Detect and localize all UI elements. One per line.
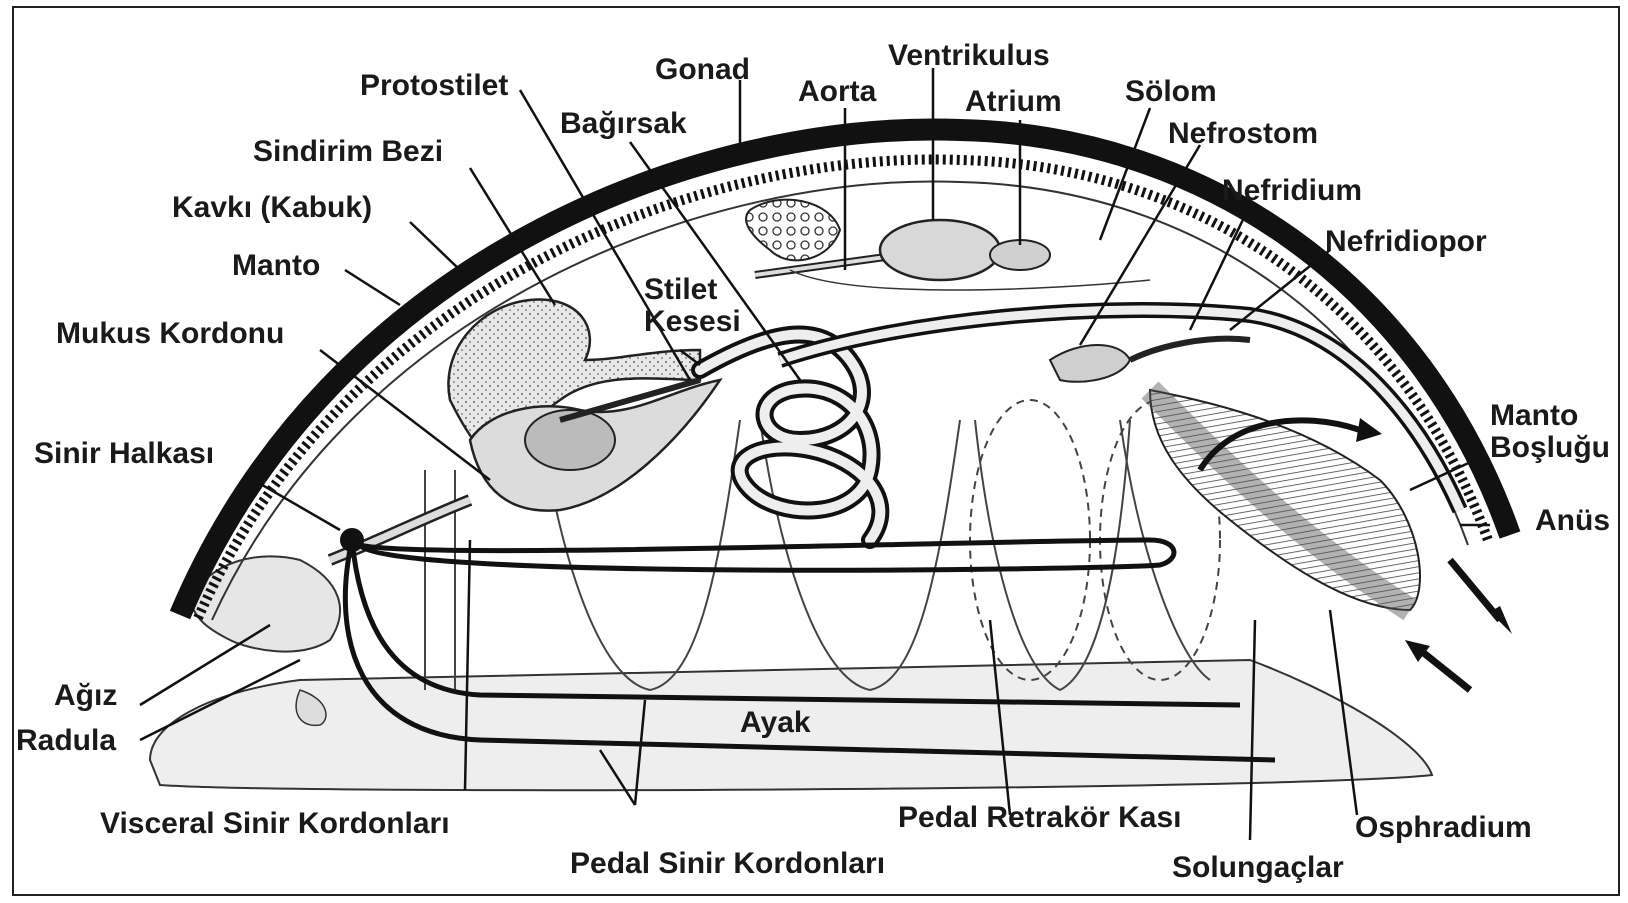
label-ventrikulus: Ventrikulus <box>888 40 1050 72</box>
label-pedal-sinir-kordonlari: Pedal Sinir Kordonları <box>570 848 885 880</box>
label-visceral-sinir-kordonlari: Visceral Sinir Kordonları <box>100 808 450 840</box>
inhalant-arrow <box>1420 650 1470 690</box>
ventricle <box>880 220 1000 280</box>
label-atrium: Atrium <box>965 86 1062 118</box>
gonad <box>746 200 840 261</box>
label-radula: Radula <box>16 725 116 757</box>
label-ayak: Ayak <box>740 707 811 739</box>
label-agiz: Ağız <box>54 680 117 712</box>
label-sindirim-bezi: Sindirim Bezi <box>253 136 443 168</box>
nephridium-duct <box>1130 339 1250 360</box>
label-aorta: Aorta <box>798 76 876 108</box>
nephrostome <box>1050 345 1130 382</box>
label-mukus-kordonu: Mukus Kordonu <box>56 318 284 350</box>
label-sinir-halkasi: Sinir Halkası <box>34 438 214 470</box>
label-anus: Anüs <box>1535 505 1610 537</box>
label-stilet-kesesi: Stilet Kesesi <box>644 274 741 337</box>
label-nefridium: Nefridium <box>1222 175 1362 207</box>
label-protostilet: Protostilet <box>360 70 508 102</box>
label-nefridiopor: Nefridiopor <box>1325 226 1487 258</box>
label-nefrostom: Nefrostom <box>1168 118 1318 150</box>
label-bagirsak: Bağırsak <box>560 108 687 140</box>
label-solungaclar: Solungaçlar <box>1172 852 1344 884</box>
label-manto: Manto <box>232 250 320 282</box>
label-osphradium: Osphradium <box>1355 812 1532 844</box>
label-solom: Sölom <box>1125 76 1217 108</box>
label-kavki: Kavkı (Kabuk) <box>172 192 372 224</box>
label-pedal-retraktor-kasi: Pedal Retrakör Kası <box>898 802 1181 834</box>
label-gonad: Gonad <box>655 54 750 86</box>
label-manto-boslugu: Manto Boşluğu <box>1490 400 1610 463</box>
